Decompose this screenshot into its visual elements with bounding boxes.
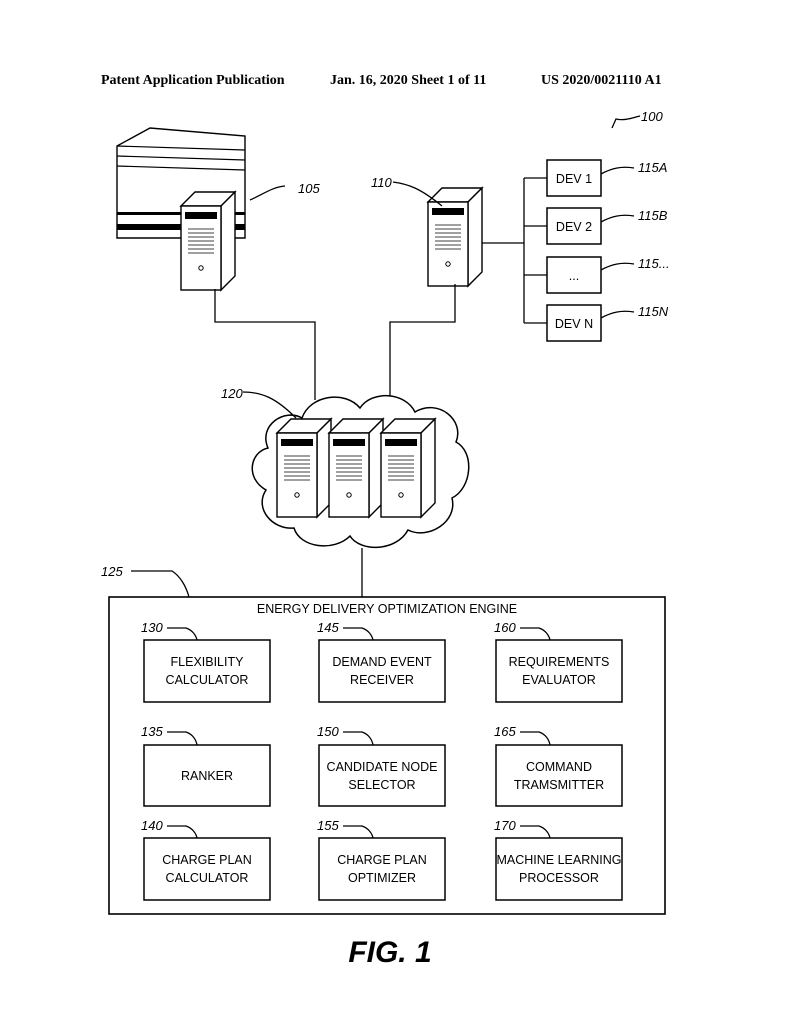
- flexibility-line-2: CALCULATOR: [166, 673, 249, 687]
- engine-title: ENERGY DELIVERY OPTIMIZATION ENGINE: [257, 602, 517, 616]
- module-flexibility-calculator: FLEXIBILITY CALCULATOR: [144, 640, 270, 702]
- ref-145: 145: [317, 620, 339, 635]
- cloud-server-3-icon: [381, 419, 435, 517]
- device-dev1-label: DEV 1: [556, 172, 592, 186]
- ref-155: 155: [317, 818, 339, 833]
- device-more: ...: [547, 257, 601, 293]
- system-reference: 100: [612, 109, 663, 128]
- module-requirements-evaluator: REQUIREMENTS EVALUATOR: [496, 640, 622, 702]
- ref-110: 110: [371, 175, 392, 190]
- charge-plan-optimizer-line-1: CHARGE PLAN: [337, 853, 427, 867]
- device-devn: DEV N: [547, 305, 601, 341]
- ref-105: 105: [298, 181, 320, 196]
- ml-line-2: PROCESSOR: [519, 871, 599, 885]
- ref-165: 165: [494, 724, 516, 739]
- module-charge-plan-calculator: CHARGE PLAN CALCULATOR: [144, 838, 270, 900]
- cloud-server-2-icon: [329, 419, 383, 517]
- device-dev2: DEV 2: [547, 208, 601, 244]
- module-command-transmitter: COMMAND TRAMSMITTER: [496, 745, 622, 806]
- cloud-server-1-icon: [277, 419, 331, 517]
- command-line-2: TRAMSMITTER: [514, 778, 604, 792]
- charge-plan-optimizer-line-2: OPTIMIZER: [348, 871, 416, 885]
- ref-150: 150: [317, 724, 339, 739]
- ref-140: 140: [141, 818, 163, 833]
- module-charge-plan-optimizer: CHARGE PLAN OPTIMIZER: [319, 838, 445, 900]
- header-date-sheet: Jan. 16, 2020 Sheet 1 of 11: [330, 73, 486, 88]
- ref-135: 135: [141, 724, 163, 739]
- ref-120: 120: [221, 386, 243, 401]
- charge-plan-calculator-line-2: CALCULATOR: [166, 871, 249, 885]
- flexibility-line-1: FLEXIBILITY: [171, 655, 245, 669]
- ref-115n: 115N: [638, 304, 669, 319]
- ref-115a: 115A: [638, 160, 667, 175]
- ref-130: 130: [141, 620, 163, 635]
- command-line-1: COMMAND: [526, 760, 592, 774]
- ref-160: 160: [494, 620, 516, 635]
- module-ranker: RANKER: [144, 745, 270, 806]
- device-dev2-label: DEV 2: [556, 220, 592, 234]
- ml-line-1: MACHINE LEARNING: [496, 853, 621, 867]
- ref-170: 170: [494, 818, 516, 833]
- ref-100: 100: [641, 109, 663, 124]
- candidate-line-2: SELECTOR: [348, 778, 415, 792]
- server-110-icon: [428, 188, 482, 286]
- ref-115b: 115B: [638, 208, 668, 223]
- header-publication: Patent Application Publication: [101, 73, 285, 88]
- device-dev1: DEV 1: [547, 160, 601, 196]
- module-candidate-node-selector: CANDIDATE NODE SELECTOR: [319, 745, 445, 806]
- requirements-line-2: EVALUATOR: [522, 673, 596, 687]
- candidate-line-1: CANDIDATE NODE: [327, 760, 438, 774]
- ref-125: 125: [101, 564, 123, 579]
- ref-115-more: 115...: [638, 256, 670, 271]
- figure-label: FIG. 1: [348, 936, 431, 969]
- demand-line-2: RECEIVER: [350, 673, 414, 687]
- header-patent-number: US 2020/0021110 A1: [541, 73, 662, 88]
- requirements-line-1: REQUIREMENTS: [509, 655, 610, 669]
- ranker-line-1: RANKER: [181, 769, 233, 783]
- module-demand-event-receiver: DEMAND EVENT RECEIVER: [319, 640, 445, 702]
- charge-plan-calculator-line-1: CHARGE PLAN: [162, 853, 252, 867]
- module-machine-learning-processor: MACHINE LEARNING PROCESSOR: [496, 838, 622, 900]
- demand-line-1: DEMAND EVENT: [332, 655, 432, 669]
- device-devn-label: DEV N: [555, 317, 593, 331]
- device-more-label: ...: [569, 269, 579, 283]
- server-105-icon: [181, 192, 235, 290]
